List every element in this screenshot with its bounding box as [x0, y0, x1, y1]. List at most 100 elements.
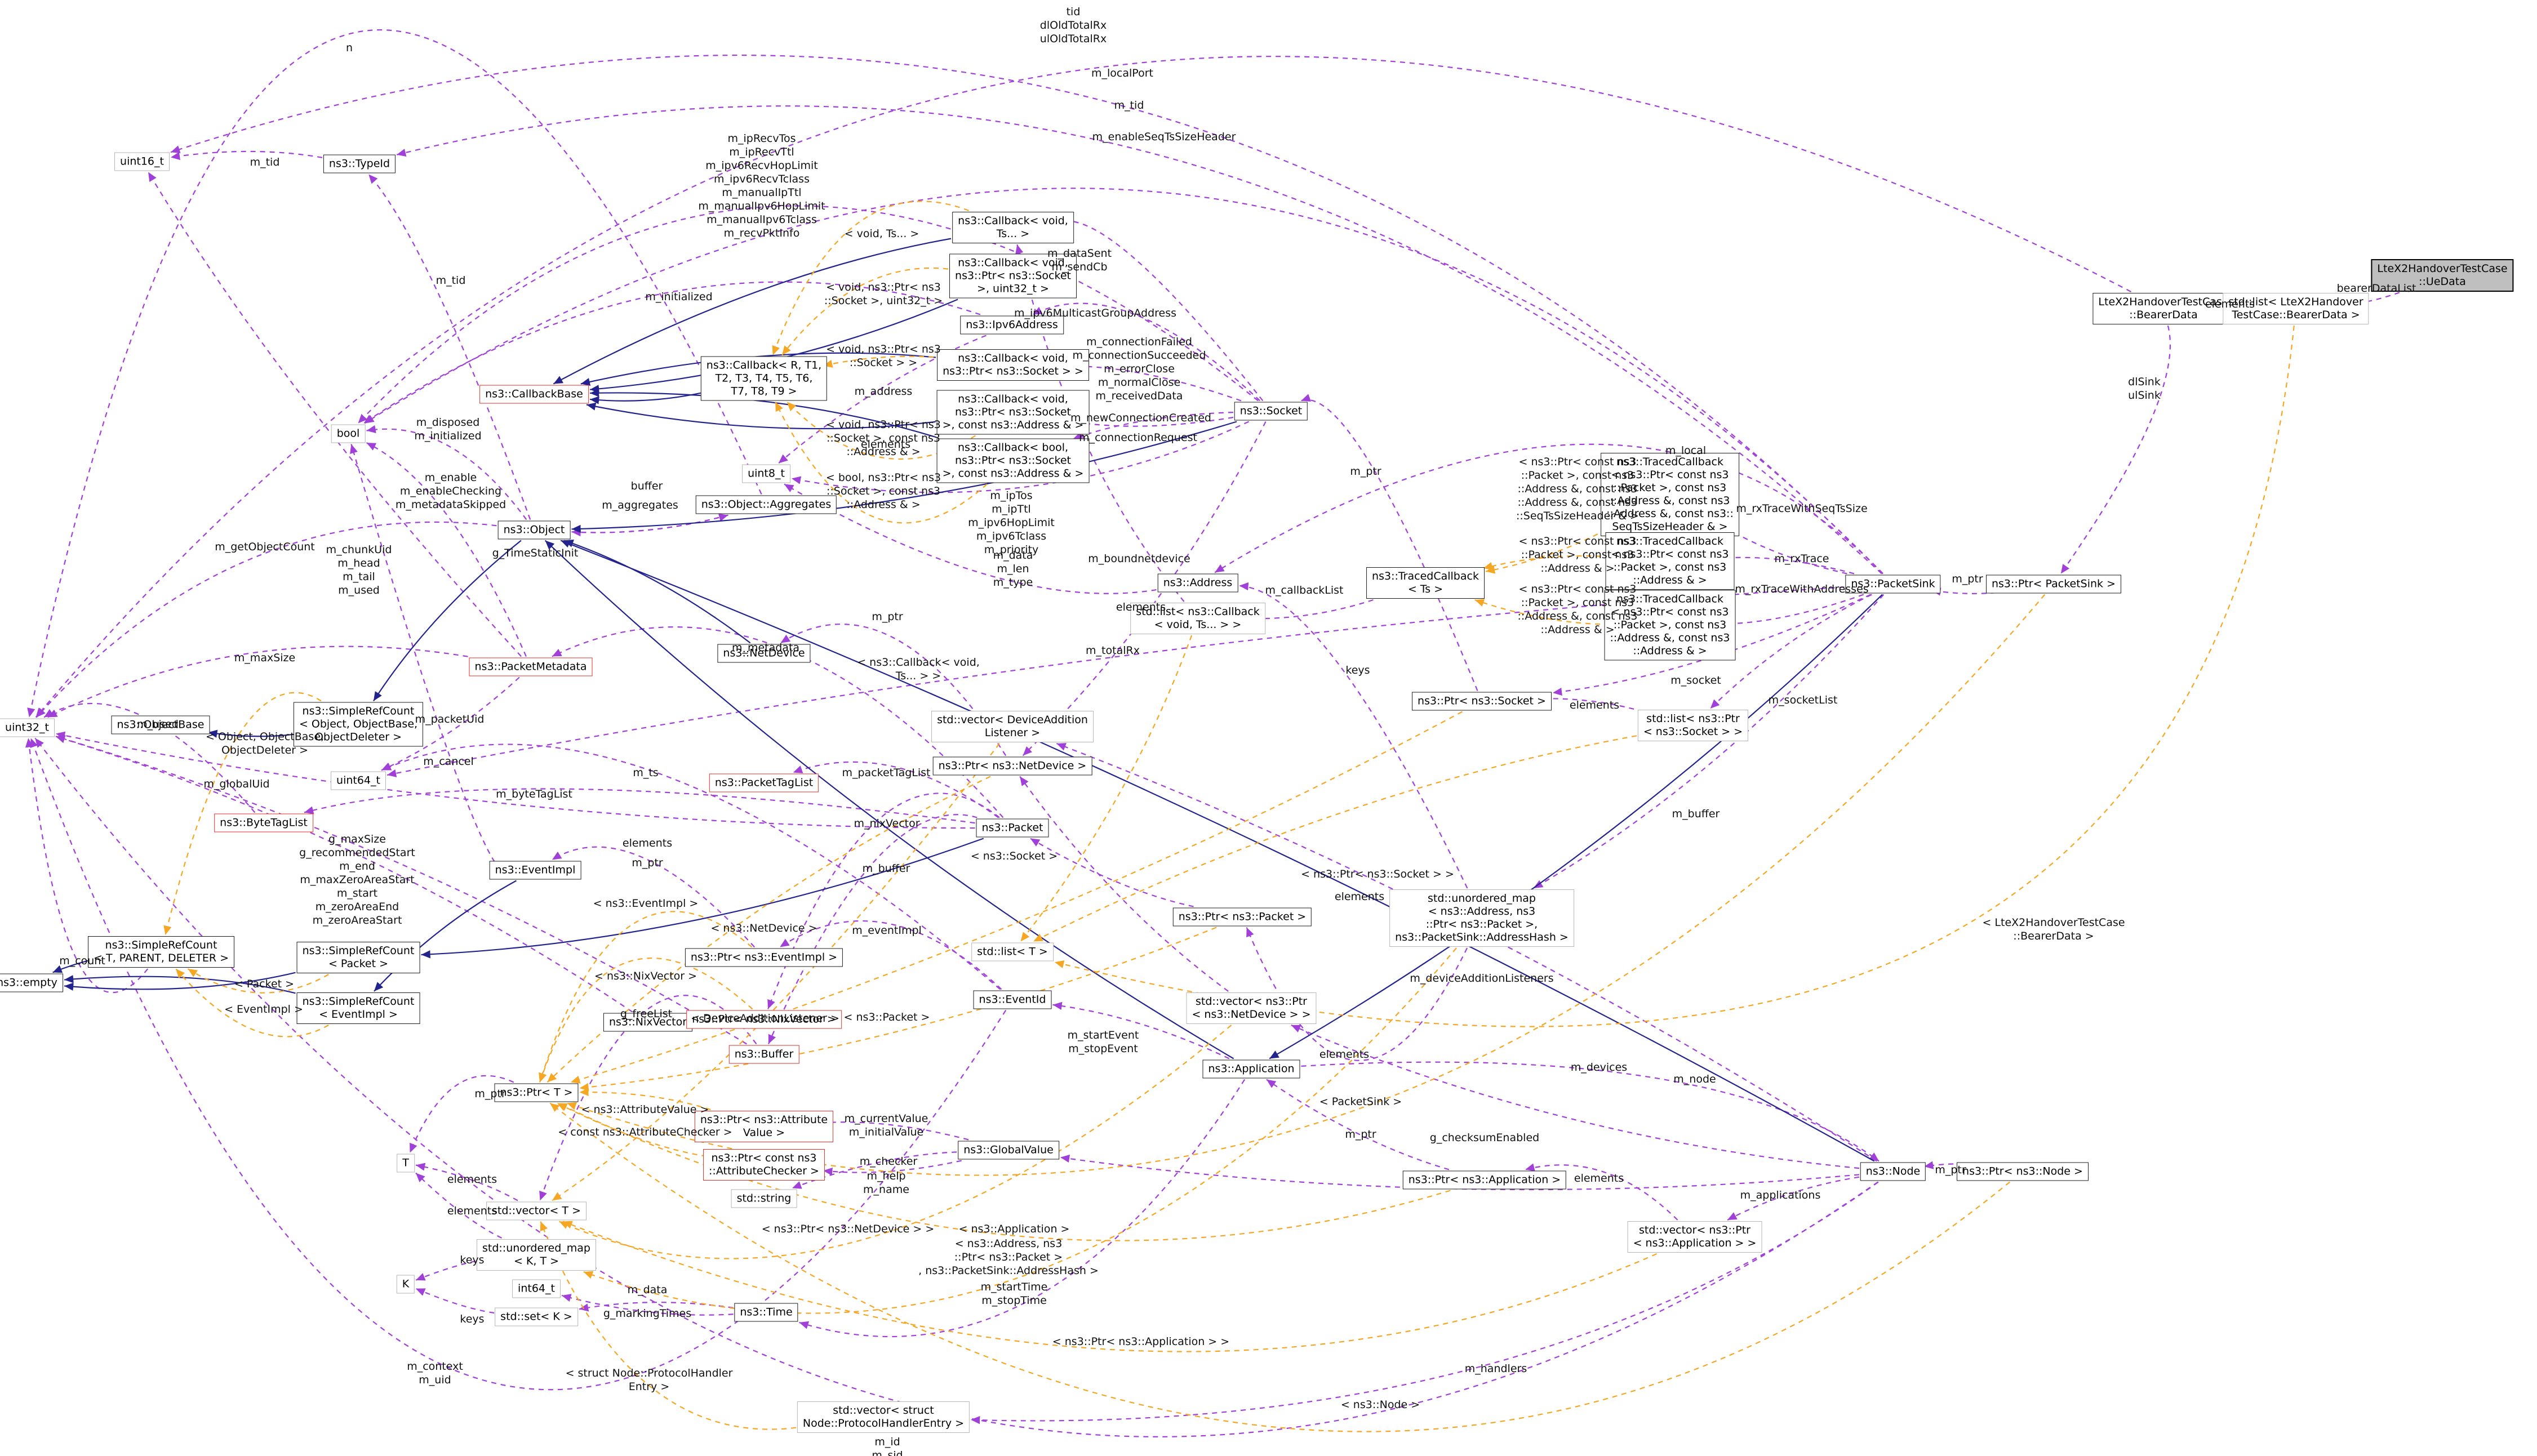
node-ptr_t[interactable]: ns3::Ptr< T > — [494, 1083, 579, 1102]
node-ptr_ac[interactable]: ns3::Ptr< const ns3 ::AttributeChecker > — [703, 1149, 825, 1181]
node-address[interactable]: ns3::Address — [1157, 573, 1238, 593]
node-objbase[interactable]: ns3::ObjectBase — [111, 715, 210, 734]
node-list_cb[interactable]: std::list< ns3::Callback < void, Ts... >… — [1130, 603, 1265, 634]
node-K[interactable]: K — [396, 1275, 415, 1294]
edge-psink-typeid — [396, 105, 1882, 575]
node-object[interactable]: ns3::Object — [497, 520, 571, 540]
node-app[interactable]: ns3::Application — [1202, 1059, 1300, 1079]
node-gv[interactable]: ns3::GlobalValue — [958, 1141, 1059, 1160]
node-ptr_pkt[interactable]: ns3::Ptr< ns3::Packet > — [1172, 907, 1312, 927]
edge-psink-uint16 — [170, 54, 1883, 575]
edge-tc_addr-tc_ts — [1483, 555, 1611, 570]
node-pmeta[interactable]: ns3::PacketMetadata — [469, 657, 593, 676]
edge-nixvec-uint32 — [55, 735, 633, 1013]
node-vec_t[interactable]: std::vector< T > — [486, 1201, 587, 1221]
node-tc_seqts[interactable]: ns3::TracedCallback < ns3::Ptr< const ns… — [1601, 453, 1739, 536]
node-ptr_evt[interactable]: ns3::Ptr< ns3::EventImpl > — [685, 948, 843, 967]
edge-src_evt-empty — [64, 975, 296, 994]
node-set_k[interactable]: std::set< K > — [495, 1307, 578, 1326]
node-umap_addr[interactable]: std::unordered_map < ns3::Address, ns3 :… — [1389, 889, 1574, 947]
node-nixvec[interactable]: ns3::NixVector — [603, 1013, 693, 1032]
edge-ptr_sock-ptr_t — [570, 711, 1463, 1084]
node-ptr_app[interactable]: ns3::Ptr< ns3::Application > — [1402, 1170, 1567, 1190]
node-cb_sock[interactable]: ns3::Callback< void, ns3::Ptr< ns3::Sock… — [937, 349, 1089, 381]
node-src_tpd[interactable]: ns3::SimpleRefCount < T, PARENT, DELETER… — [88, 936, 234, 968]
node-typeid[interactable]: ns3::TypeId — [323, 154, 396, 173]
node-cb_boolsockaddr[interactable]: ns3::Callback< bool, ns3::Ptr< ns3::Sock… — [936, 438, 1090, 483]
node-src_evt[interactable]: ns3::SimpleRefCount < EventImpl > — [296, 992, 420, 1024]
node-T[interactable]: T — [397, 1154, 415, 1173]
node-cbbase[interactable]: ns3::CallbackBase — [479, 385, 589, 404]
edge-packet-src_pkt — [421, 838, 984, 959]
node-src_pkt[interactable]: ns3::SimpleRefCount < Packet > — [296, 942, 420, 973]
node-eventimpl[interactable]: ns3::EventImpl — [489, 861, 581, 880]
node-tc_addr2[interactable]: ns3::TracedCallback < ns3::Ptr< const ns… — [1604, 590, 1736, 661]
node-psink[interactable]: ns3::PacketSink — [1845, 575, 1941, 594]
node-eventid[interactable]: ns3::EventId — [973, 990, 1052, 1009]
node-uint16[interactable]: uint16_t — [114, 152, 170, 171]
node-cb_sockaddr[interactable]: ns3::Callback< void, ns3::Ptr< ns3::Sock… — [936, 390, 1090, 435]
edge-packet-ptl — [793, 761, 999, 818]
node-ptr_av[interactable]: ns3::Ptr< ns3::Attribute Value > — [694, 1111, 834, 1142]
node-string[interactable]: std::string — [731, 1189, 797, 1208]
node-cb_r[interactable]: ns3::Callback< R, T1, T2, T3, T4, T5, T6… — [700, 356, 828, 401]
node-uint8[interactable]: uint8_t — [742, 464, 790, 483]
node-vec_app[interactable]: std::vector< ns3::Ptr < ns3::Application… — [1627, 1221, 1762, 1253]
node-netdev[interactable]: ns3::NetDevice — [717, 644, 811, 663]
node-int64[interactable]: int64_t — [512, 1279, 561, 1298]
edge-time-int64 — [561, 1294, 734, 1316]
edge-btl-uint32 — [43, 702, 256, 813]
edge-vec_ptrnd-ptr_nd — [1019, 776, 1229, 992]
node-list_bearer[interactable]: std::list< LteX2Handover TestCase::Beare… — [2223, 293, 2369, 324]
node-cb_u32[interactable]: ns3::Callback< void, ns3::Ptr< ns3::Sock… — [949, 253, 1077, 299]
node-list_sock[interactable]: std::list< ns3::Ptr < ns3::Socket > > — [1637, 710, 1749, 741]
node-bearer[interactable]: LteX2HandoverTestCase ::BearerData — [2092, 293, 2234, 324]
edge-list_sock-list_t — [1033, 735, 1637, 942]
node-node[interactable]: ns3::Node — [1860, 1162, 1926, 1181]
node-src_obj[interactable]: ns3::SimpleRefCount < Object, ObjectBase… — [293, 702, 424, 747]
edge-psink-umap_addr — [1533, 594, 1885, 889]
edge-ptr_pkt-packet — [1030, 838, 1194, 907]
node-uint32[interactable]: uint32_t — [0, 718, 55, 737]
node-socket[interactable]: ns3::Socket — [1234, 402, 1308, 421]
node-ipv6[interactable]: ns3::Ipv6Address — [960, 315, 1064, 335]
node-ptr_node[interactable]: ns3::Ptr< ns3::Node > — [1957, 1162, 2089, 1181]
node-empty[interactable]: ns3::empty — [0, 973, 63, 992]
edge-buffer-vec_t — [539, 995, 757, 1201]
edge-node-vec_ph — [970, 1181, 1879, 1424]
node-vec_dal[interactable]: std::vector< DeviceAddition Listener > — [931, 711, 1094, 742]
node-tc_addr[interactable]: ns3::TracedCallback < ns3::Ptr< const ns… — [1605, 532, 1735, 590]
node-list_t[interactable]: std::list< T > — [971, 942, 1054, 961]
edge-umap_addr-ptr_pkt — [1246, 927, 1468, 1061]
edge-socket-cb_ts — [1062, 216, 1264, 402]
edge-object-bool — [366, 425, 527, 520]
edge-object-typeid — [368, 173, 531, 520]
node-ptr_sock[interactable]: ns3::Ptr< ns3::Socket > — [1412, 692, 1552, 711]
node-vec_ptrnd[interactable]: std::vector< ns3::Ptr < ns3::NetDevice >… — [1186, 992, 1317, 1024]
edge-psink-ptr_sock — [1552, 594, 1871, 696]
node-btl[interactable]: ns3::ByteTagList — [214, 813, 313, 832]
node-ptl[interactable]: ns3::PacketTagList — [709, 773, 819, 792]
edge-ptr_node-node — [1924, 1161, 1992, 1169]
node-uedata[interactable]: LteX2HandoverTestCase ::UeData — [2371, 259, 2514, 292]
node-bool[interactable]: bool — [331, 424, 366, 443]
node-umap_kt[interactable]: std::unordered_map < K, T > — [476, 1239, 597, 1271]
node-time[interactable]: ns3::Time — [734, 1303, 798, 1322]
edge-cb_boolsockaddr-cb_r — [775, 402, 988, 524]
edge-cb_sock-cbbase — [580, 352, 936, 386]
edge-node-vec_ptrnd — [1291, 1024, 1860, 1169]
node-packet[interactable]: ns3::Packet — [976, 818, 1049, 838]
node-ptr_psink[interactable]: ns3::Ptr< PacketSink > — [1985, 575, 2122, 594]
node-uint64[interactable]: uint64_t — [331, 771, 386, 790]
edge-src_obj-src_tpd — [163, 692, 322, 936]
edge-socket-uint8 — [791, 421, 1250, 493]
node-aggr[interactable]: ns3::Object::Aggregates — [695, 495, 837, 514]
node-ptr_nd[interactable]: ns3::Ptr< ns3::NetDevice > — [932, 756, 1092, 776]
node-buffer[interactable]: ns3::Buffer — [728, 1045, 799, 1064]
node-vec_ph[interactable]: std::vector< struct Node::ProtocolHandle… — [797, 1401, 970, 1433]
edge-bearer-uint32 — [35, 56, 2132, 718]
node-ptr_nix[interactable]: ns3::Ptr< ns3::NixVector > — [686, 1010, 842, 1029]
edge-socket-cb_sock — [1077, 362, 1242, 402]
node-tc_ts[interactable]: ns3::TracedCallback < Ts > — [1366, 567, 1485, 599]
node-cb_ts[interactable]: ns3::Callback< void, Ts... > — [952, 212, 1074, 243]
